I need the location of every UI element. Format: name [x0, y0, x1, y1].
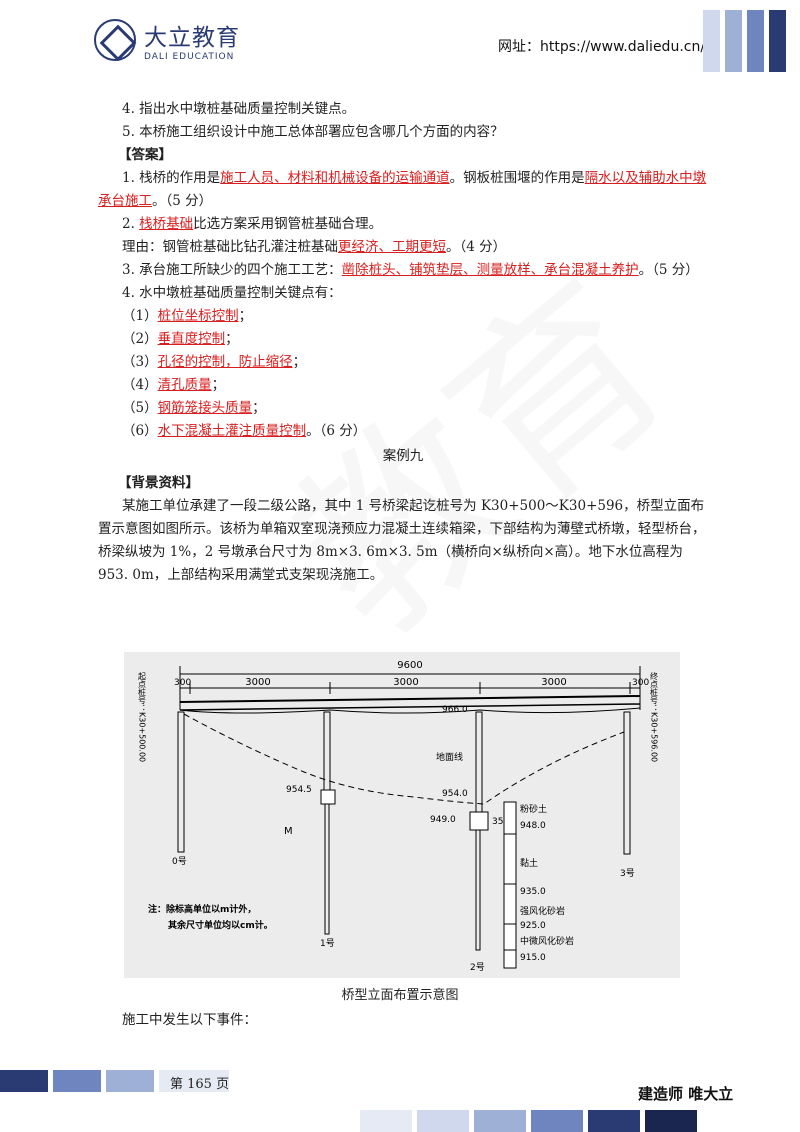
soil-name: 中微风化砂岩 [520, 935, 574, 947]
answer-3: 3. 承台施工所缺少的四个施工工艺：凿除桩头、铺筑垫层、测量放样、承台混凝土养护… [122, 262, 699, 278]
ground-line-label: 地面线 [436, 751, 463, 763]
background-text: 某施工单位承建了一段二级公路，其中 1 号桥梁起讫桩号为 K30+500～K30… [98, 498, 706, 583]
background-heading: 【背景资料】 [118, 475, 199, 491]
soil-name: 粉砂土 [520, 803, 547, 815]
answer-4-intro: 4. 水中墩桩基础质量控制关键点有： [122, 285, 342, 301]
dim-span: 3000 [541, 677, 566, 688]
list-item: （5）钢筋笼接头质量； [122, 400, 266, 416]
events-intro: 施工中发生以下事件： [122, 1012, 257, 1028]
elev-954-0: 954.0 [442, 789, 468, 799]
pier-label: 0号 [172, 856, 187, 867]
dim-span: 3000 [393, 677, 418, 688]
logo-en: DALI EDUCATION [144, 52, 235, 62]
elev-966: 966.0 [442, 705, 468, 715]
footer-slogan: 建造师 唯大立 [638, 1085, 734, 1103]
list-item: （6）水下混凝土灌注质量控制。（6 分） [122, 423, 367, 439]
elev-954-5: 954.5 [286, 785, 312, 795]
logo-cn: 大立教育 [144, 25, 240, 51]
answer-2-reason: 理由：钢管桩基础比钻孔灌注桩基础更经济、工期更短。（4 分） [122, 239, 507, 255]
bridge-diagram: 9600 300 3000 3000 3000 300 起点桩号：K30+500… [138, 660, 659, 973]
answer-1: 1. 栈桥的作用是施工人员、材料和机械设备的运输通道。钢板桩围堰的作用是隔水以及… [98, 170, 707, 209]
question-5: 5. 本桥施工组织设计中施工总体部署应包含哪几个方面的内容？ [122, 124, 504, 140]
answer-heading: 【答案】 [118, 147, 172, 163]
logo-emblem-icon [94, 19, 136, 61]
dim-span: 300 [174, 678, 191, 688]
end-chainage: 终点桩号：K30+596.00 [650, 671, 659, 762]
soil-elev: 915.0 [520, 953, 546, 963]
pier-label: 2号 [470, 962, 485, 973]
soil-elev: 935.0 [520, 887, 546, 897]
soil-name: 黏土 [520, 857, 538, 869]
page-number: 第 165 页 [170, 1077, 230, 1092]
figure-note: 其余尺寸单位均以cm计。 [168, 919, 273, 931]
answer-2: 2. 栈桥基础比选方案采用钢管桩基础合理。 [122, 216, 383, 232]
dim-total: 9600 [397, 660, 422, 671]
start-chainage: 起点桩号：K30+500.00 [138, 672, 147, 762]
pier-m-label: M [284, 826, 293, 837]
page-content: 4. 指出水中墩桩基础质量控制关键点。 5. 本桥施工组织设计中施工总体部署应包… [98, 98, 708, 587]
case-title: 案例九 [382, 448, 424, 464]
answer-4-list: （1）桩位坐标控制； （2）垂直度控制； （3）孔径的控制，防止缩径； （4）清… [98, 305, 708, 443]
soil-elev: 925.0 [520, 921, 546, 931]
elev-949: 949.0 [430, 815, 456, 825]
question-4: 4. 指出水中墩桩基础质量控制关键点。 [122, 101, 356, 117]
list-item: （2）垂直度控制； [122, 331, 239, 347]
soil-name: 强风化砂岩 [520, 905, 565, 917]
footer-decoration-bars-bottom [360, 1110, 697, 1132]
footer-decoration-bars [0, 1070, 229, 1092]
pier-label: 1号 [320, 938, 335, 949]
brand-logo: 大立教育 DALI EDUCATION [94, 18, 240, 62]
site-url: 网址：https://www.daliedu.cn/ [498, 39, 706, 55]
soil-elev: 948.0 [520, 821, 546, 831]
bridge-elevation-figure: 9600 300 3000 3000 3000 300 起点桩号：K30+500… [124, 652, 680, 978]
pier-label: 3号 [620, 868, 635, 879]
header-decoration-bars [703, 10, 786, 72]
list-item: （1）桩位坐标控制； [122, 308, 253, 324]
list-item: （3）孔径的控制，防止缩径； [122, 354, 307, 370]
dim-350: 350 [492, 817, 509, 827]
figure-note: 注：除标高单位以m计外， [148, 903, 256, 915]
list-item: （4）清孔质量； [122, 377, 226, 393]
dim-span: 3000 [245, 677, 270, 688]
dim-span: 300 [632, 678, 649, 688]
figure-caption: 桥型立面布置示意图 [341, 988, 459, 1003]
